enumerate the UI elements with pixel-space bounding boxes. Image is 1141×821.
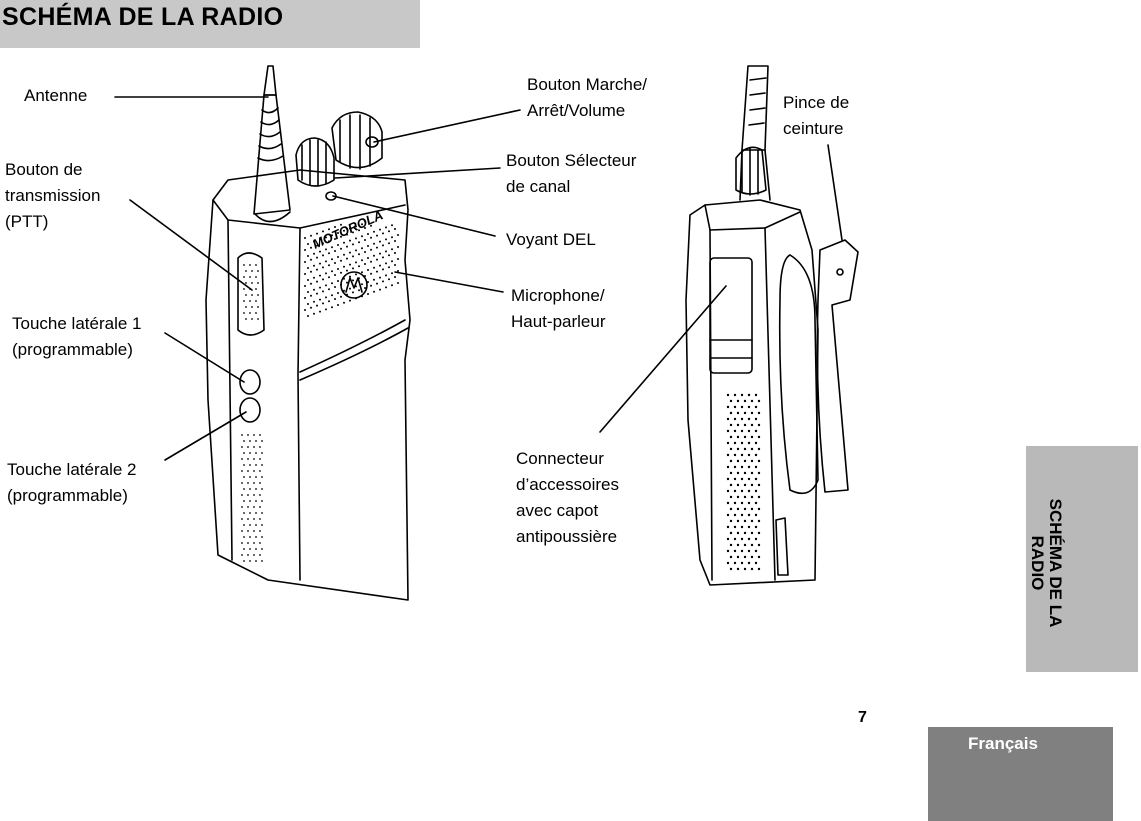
ptt-button: [237, 252, 265, 336]
label-side-button-2: Touche latérale 2 (programmable): [7, 460, 137, 505]
side-section-tab-label: SCHÉMA DE LA RADIO: [1028, 498, 1065, 628]
channel-knob: [295, 137, 335, 187]
page-number: 7: [858, 709, 867, 726]
volume-knob: [331, 111, 383, 169]
motorola-logo-icon: [340, 271, 368, 299]
label-accessory-connector: Connecteur d’accessoires avec capot anti…: [516, 449, 619, 546]
label-mic-speaker: Microphone/ Haut-parleur: [511, 286, 606, 331]
label-side-button-1: Touche latérale 1 (programmable): [12, 314, 142, 359]
label-belt-clip: Pince de ceinture: [783, 93, 850, 138]
side-radio-body: [685, 199, 819, 586]
motorola-logo-text: MOTOROLA: [310, 207, 385, 251]
belt-clip: [816, 239, 859, 493]
side-button-2: [239, 397, 261, 423]
accessory-connector: [709, 257, 753, 374]
side-button-1: [239, 369, 261, 395]
label-power-volume: Bouton Marche/ Arrêt/Volume: [527, 75, 648, 120]
language-tab: [928, 727, 1113, 821]
side-section-tab: [1026, 446, 1138, 672]
page-title: SCHÉMA DE LA RADIO: [2, 3, 284, 31]
label-channel-selector: Bouton Sélecteur de canal: [506, 151, 637, 196]
title-bar: SCHÉMA DE LA RADIO: [0, 0, 420, 48]
label-ptt: Bouton de transmission (PTT): [5, 160, 101, 231]
label-led: Voyant DEL: [506, 230, 596, 249]
language-tab-label: Français: [968, 734, 1038, 753]
label-antenna: Antenne: [24, 86, 88, 105]
front-radio-body: [205, 169, 411, 601]
